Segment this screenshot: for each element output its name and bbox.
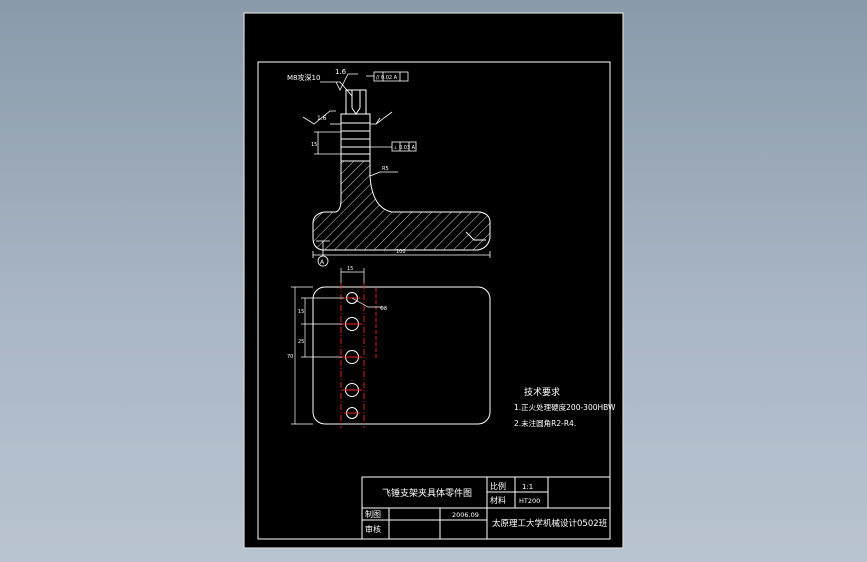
datum-a-circle <box>317 255 329 267</box>
drawing-sheet <box>243 12 624 549</box>
datum-letter: A <box>320 259 325 266</box>
thread-note: M8攻深10 <box>287 73 320 82</box>
tolerance-mid: ⊥ 0.03 A <box>393 145 416 151</box>
draw-label: 制图 <box>365 509 381 519</box>
dim-top-width: 15 <box>347 266 353 272</box>
plan-dimensions <box>291 268 382 425</box>
radius-note: R5 <box>382 166 389 172</box>
title-block <box>361 476 611 540</box>
title-block-text: 飞锤支架夹具体零件图 比例 1:1 材料 HT200 制图 审核 2006.09… <box>365 481 608 534</box>
dim-left-a: 15 <box>298 309 304 315</box>
tech-req-title: 技术要求 <box>524 386 560 398</box>
part-name: 飞锤支架夹具体零件图 <box>382 487 472 499</box>
dim-left-15: 15 <box>311 142 317 148</box>
section-hatch <box>312 160 491 251</box>
organization: 太原理工大学机械设计0502班 <box>492 518 608 529</box>
section-annotation-text: M8攻深10 1.6 // 0.02 A 1.6 ⊥ 0.03 A R5 100… <box>287 68 416 266</box>
tolerance-top: // 0.02 A <box>376 75 398 81</box>
material-label: 材料 <box>490 495 506 505</box>
section-annotations <box>302 71 491 267</box>
tech-req-line2: 2.未注圆角R2-R4. <box>514 418 576 428</box>
dim-height: 70 <box>287 354 293 360</box>
roughness-side: 1.6 <box>317 115 327 122</box>
plan-outline <box>312 286 491 425</box>
tech-requirements: 技术要求 1.正火处理硬度200-300HBW 2.未注圆角R2-R4. <box>514 386 616 428</box>
centerlines <box>340 283 377 428</box>
section-view <box>312 89 491 251</box>
dim-hole-dia: Φ8 <box>380 306 387 312</box>
roughness-top: 1.6 <box>335 68 347 76</box>
draw-date: 2006.09 <box>452 511 479 519</box>
dim-left-b: 25 <box>298 339 304 345</box>
scale-label: 比例 <box>490 481 506 491</box>
plan-dim-text: 15 Φ8 15 25 70 <box>287 266 387 360</box>
material-value: HT200 <box>519 497 540 505</box>
scale-value: 1:1 <box>522 483 533 491</box>
check-label: 审核 <box>365 524 381 534</box>
tech-req-line1: 1.正火处理硬度200-300HBW <box>514 402 616 412</box>
length-dim: 100 <box>396 249 406 255</box>
